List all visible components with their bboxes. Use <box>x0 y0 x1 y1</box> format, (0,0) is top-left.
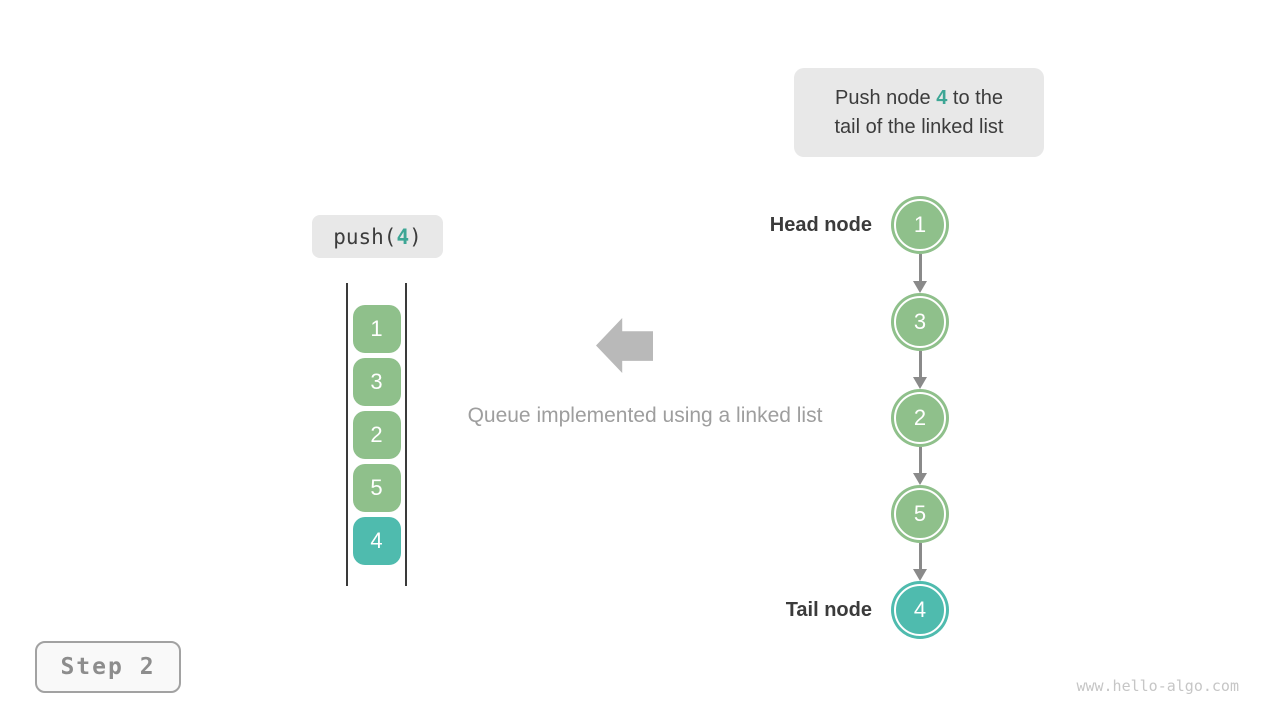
queue-item: 3 <box>352 358 401 406</box>
node-value: 1 <box>913 212 927 237</box>
arrow-down-icon <box>918 351 922 377</box>
linked-list-node: 2 <box>891 389 949 447</box>
linked-list-node-new: 4 <box>891 581 949 639</box>
callout-text-post: to the <box>947 86 1003 109</box>
queue-item-value: 1 <box>370 316 383 341</box>
arrow-down-icon <box>918 254 922 281</box>
tail-node-label: Tail node <box>785 599 872 621</box>
queue-item: 1 <box>352 305 401 353</box>
arrow-down-icon <box>918 447 922 473</box>
left-block-arrow-icon <box>596 318 653 373</box>
linked-list-node: 1 <box>891 196 949 254</box>
node-value: 5 <box>913 501 927 526</box>
queue-item-new: 4 <box>352 517 401 565</box>
push-label-post: ) <box>409 224 422 249</box>
queue-item: 5 <box>352 464 401 512</box>
node-value: 2 <box>913 405 927 430</box>
queue-item: 2 <box>352 411 401 459</box>
node-value: 3 <box>913 309 927 334</box>
callout-text-pre: Push node <box>835 86 937 109</box>
queue-item-value: 2 <box>370 422 383 447</box>
node-value: 4 <box>913 597 927 622</box>
arrow-down-icon <box>918 543 922 569</box>
callout-highlight-value: 4 <box>936 86 948 109</box>
step-badge: Step 2 <box>35 641 181 693</box>
callout-bubble: Push node 4 to the tail of the linked li… <box>794 68 1044 157</box>
watermark-url: www.hello-algo.com <box>1076 677 1239 695</box>
push-label-pre: push( <box>333 224 397 249</box>
linked-list-node: 3 <box>891 293 949 351</box>
head-node-label: Head node <box>769 214 872 236</box>
callout-text: Push node 4 to the tail of the linked li… <box>835 84 1004 142</box>
push-operation-label: push(4) <box>312 215 443 258</box>
callout-text-line2: tail of the linked list <box>834 115 1004 138</box>
queue-item-value: 4 <box>370 528 383 553</box>
linked-list-node: 5 <box>891 485 949 543</box>
queue-item-value: 3 <box>370 369 383 394</box>
queue-container: 1 3 2 5 4 <box>346 283 407 586</box>
push-label-value: 4 <box>396 224 410 249</box>
figure-caption: Queue implemented using a linked list <box>467 404 823 427</box>
queue-item-value: 5 <box>370 475 383 500</box>
